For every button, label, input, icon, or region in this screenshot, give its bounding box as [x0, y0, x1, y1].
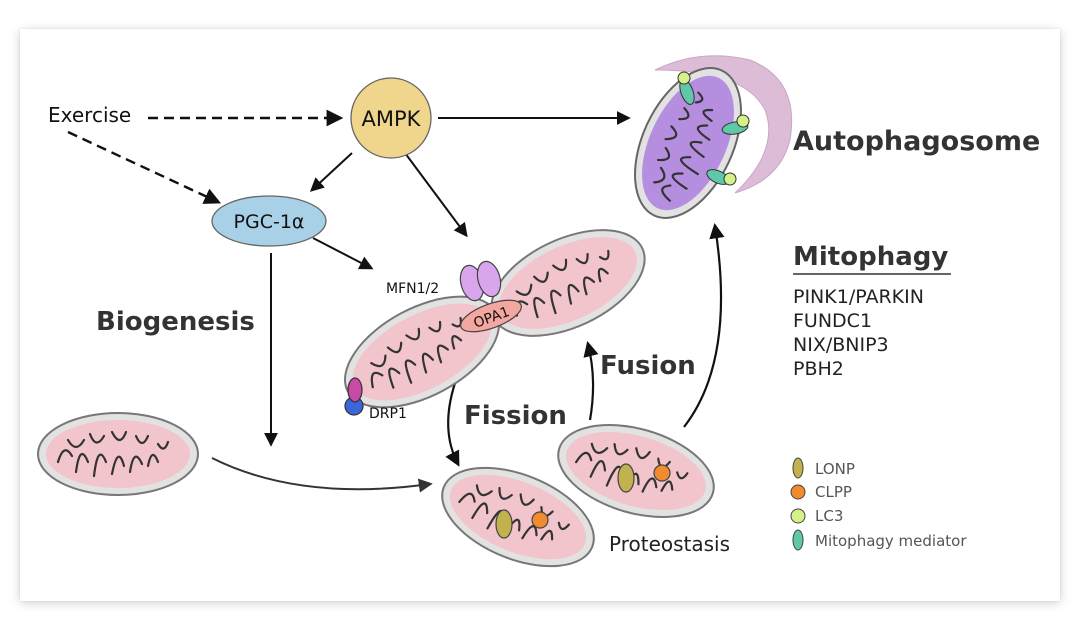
ampk-node: AMPK	[350, 77, 432, 159]
arrow-fission	[445, 382, 460, 467]
mitophagy-panel: Mitophagy PINK1/PARKIN FUNDC1 NIX/BNIP3 …	[793, 242, 951, 380]
proteostasis-label: Proteostasis	[609, 532, 730, 556]
legend: LONP CLPP LC3 Mitophagy mediator	[790, 457, 967, 551]
arrow-exercise-to-pgc1a	[67, 130, 222, 204]
legend-label: CLPP	[815, 483, 852, 501]
legend-swatch-lonp	[792, 457, 804, 479]
arrow-ampk-to-pgc1a	[309, 152, 353, 192]
arrow-to-autophagosome	[683, 222, 725, 428]
mitochondrion-fusing-right	[490, 229, 646, 337]
exercise-label: Exercise	[48, 103, 131, 127]
mitophagy-item: FUNDC1	[793, 310, 872, 332]
biogenesis-label: Biogenesis	[96, 307, 255, 337]
arrow-fusion	[583, 341, 599, 421]
mitophagy-title: Mitophagy	[793, 242, 948, 272]
drp1-protein	[344, 377, 364, 416]
legend-swatch-lc3	[790, 508, 806, 524]
mitophagy-mediator-lc3-3	[706, 169, 737, 186]
legend-swatch-clpp	[790, 484, 806, 500]
lonp-marker	[617, 463, 635, 493]
clpp-marker	[653, 464, 671, 482]
arrow-new-mito-to-pool	[211, 457, 433, 493]
arrows	[67, 109, 725, 493]
mitophagy-mediator-lc3-1	[677, 71, 695, 105]
mfn-protein	[459, 260, 502, 302]
phagophore-membrane	[654, 55, 793, 194]
pgc1a-node: PGC-1α	[211, 195, 327, 247]
pgc1a-label: PGC-1α	[234, 211, 305, 233]
legend-label: LC3	[815, 507, 843, 525]
clpp-marker	[531, 511, 549, 529]
ampk-label: AMPK	[362, 107, 422, 131]
fission-label: Fission	[464, 401, 567, 431]
mitophagy-mediator-lc3-2	[721, 114, 750, 135]
mitochondrion-proteostasis-top	[557, 423, 715, 519]
mitophagy-item: PINK1/PARKIN	[793, 286, 924, 308]
mitophagy-item: NIX/BNIP3	[793, 334, 889, 356]
legend-label: LONP	[815, 460, 855, 478]
autophagosome-label: Autophagosome	[793, 126, 1040, 157]
arrow-pgc1a-to-mfn	[312, 237, 374, 270]
mfn-label: MFN1/2	[386, 281, 439, 297]
mitophagy-item: PBH2	[793, 358, 844, 380]
drp1-label: DRP1	[369, 406, 407, 422]
legend-swatch-mitophagy-mediator	[792, 529, 804, 551]
arrow-ampk-to-fusion	[404, 152, 468, 238]
mitochondrion-new	[37, 412, 199, 496]
fusion-label: Fusion	[600, 351, 696, 381]
legend-label: Mitophagy mediator	[815, 532, 967, 550]
opa1-protein: OPA1	[460, 299, 522, 333]
lonp-marker	[495, 509, 513, 539]
mitochondrion-proteostasis-bottom	[441, 466, 595, 568]
